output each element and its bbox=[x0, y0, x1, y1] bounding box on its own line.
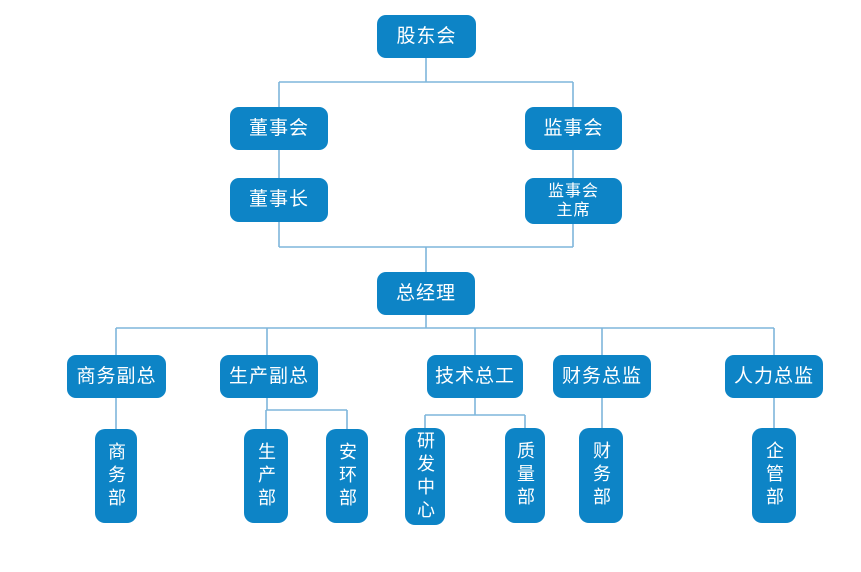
org-node-supervisory-board-chairman: 监事会主席 bbox=[525, 178, 622, 224]
org-node-business-vp: 商务副总 bbox=[67, 355, 166, 398]
org-node-shareholders-meeting: 股东会 bbox=[377, 15, 476, 58]
org-node-board-of-directors: 董事会 bbox=[230, 107, 328, 150]
org-node-production-vp: 生产副总 bbox=[220, 355, 318, 398]
org-node-production-dept: 生产部 bbox=[244, 429, 288, 523]
org-node-label-line: 监事会 bbox=[547, 182, 599, 200]
org-node-business-dept: 商务部 bbox=[95, 429, 137, 523]
org-node-safety-env-dept: 安环部 bbox=[326, 429, 368, 523]
org-node-enterprise-mgmt-dept: 企管部 bbox=[752, 428, 796, 523]
org-node-label-line: 主席 bbox=[556, 202, 591, 219]
org-node-chief-engineer: 技术总工 bbox=[427, 355, 523, 398]
org-node-hr-director: 人力总监 bbox=[725, 355, 823, 398]
org-node-rd-center: 研发中心 bbox=[405, 428, 445, 525]
org-node-finance-dept: 财务部 bbox=[579, 428, 623, 523]
org-node-quality-dept: 质量部 bbox=[505, 428, 545, 523]
org-node-supervisory-board: 监事会 bbox=[525, 107, 622, 150]
org-node-finance-director: 财务总监 bbox=[553, 355, 651, 398]
org-node-general-manager: 总经理 bbox=[377, 272, 475, 315]
org-node-chairman: 董事长 bbox=[230, 178, 328, 222]
